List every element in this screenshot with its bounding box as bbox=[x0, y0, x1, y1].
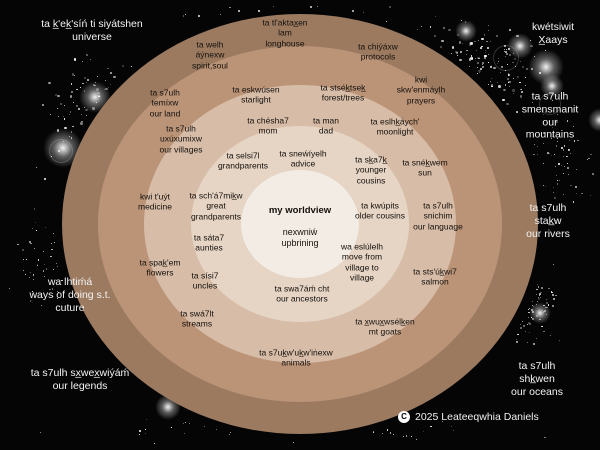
ring-label-1: ta welh áýnexw spirit,soul bbox=[192, 39, 228, 71]
field-label-1: kwétsiwit X̲aays bbox=[531, 21, 575, 46]
core-title: my worldview bbox=[268, 205, 332, 217]
ring-5-core-self bbox=[241, 170, 359, 278]
ring-label-5: ta s7ulh temíxw our land bbox=[149, 87, 181, 119]
ring-label-2: ta chiýáxw protocols bbox=[358, 41, 398, 62]
field-label-3: ta s7ulh stak̲w our rivers bbox=[526, 201, 570, 240]
ring-label-4: kwi skw'enmáylh prayers bbox=[396, 74, 446, 106]
ring-label-3: ta eskwúsen starlight bbox=[232, 84, 280, 105]
field-label-5: ta s7ulh sx̲wex̲wiýáḿ our legends bbox=[30, 367, 130, 392]
ring-label-24: ta sts'úk̲wi7 salmon bbox=[413, 266, 457, 287]
ring-label-13: ta sk̲a7k̲ younger cousins bbox=[355, 154, 387, 186]
ring-label-21: ta spak̲'em flowers bbox=[139, 257, 181, 278]
ring-label-26: ta x̲wux̲wsélk̲en mt goats bbox=[355, 316, 415, 337]
core-subtitle: nexwniẃ upbrining bbox=[281, 227, 319, 248]
ring-label-16: ta sch'á7mik̲w great grandparents bbox=[189, 190, 243, 222]
ring-label-12: ta sneẃíyelh advice bbox=[279, 148, 327, 169]
ring-label-22: ta sísi7 uncles bbox=[191, 270, 219, 291]
ring-label-7: ta chésha7 mom bbox=[247, 115, 289, 136]
ring-label-6: ta stsék̲tsek̲ forest/trees bbox=[320, 82, 366, 103]
ring-label-0: ta tl'aktax̲en lam longhouse bbox=[262, 17, 308, 49]
ring-label-23: ta swa7áḿ cht our ancestors bbox=[274, 283, 330, 304]
copyright-text: 2025 Leateeqwhia Daniels bbox=[415, 411, 539, 423]
ring-label-18: ta s7ulh snichim our language bbox=[413, 200, 463, 232]
field-label-2: ta s7ulh smensmanit our mountains bbox=[521, 90, 579, 141]
copyright-notice: C 2025 Leateeqwhia Daniels bbox=[398, 411, 539, 423]
copyright-icon: C bbox=[398, 411, 410, 423]
ring-label-15: kwi t'uýt medicine bbox=[137, 191, 173, 212]
ring-label-10: ta s7ulh uxúxumixw our villages bbox=[159, 123, 203, 155]
ring-label-9: ta eslhk̲áych' moonlight bbox=[370, 116, 420, 137]
field-label-0: ta k̲'ek̲'síń ti siyátshen universe bbox=[41, 18, 143, 43]
field-label-4: wa lhtiḿá ways of doing s.t. cuture bbox=[29, 275, 111, 314]
ring-label-19: ta sáta7 aunties bbox=[193, 232, 225, 253]
ring-label-14: ta snék̲wem sun bbox=[402, 157, 448, 178]
ring-label-27: ta s7uk̲w'uk̲w'iṅexw animals bbox=[259, 347, 333, 368]
ring-label-11: ta selsi7l grandparents bbox=[217, 150, 269, 171]
ring-label-25: ta swá7lt streams bbox=[180, 308, 214, 329]
field-label-6: ta s7ulh shk̲wen our oceans bbox=[511, 359, 563, 398]
ring-label-17: ta kwúpits older cousins bbox=[354, 200, 406, 221]
ring-label-8: ta man dad bbox=[313, 115, 339, 136]
ring-label-20: wa eslúlelh move from village to village bbox=[340, 241, 384, 283]
